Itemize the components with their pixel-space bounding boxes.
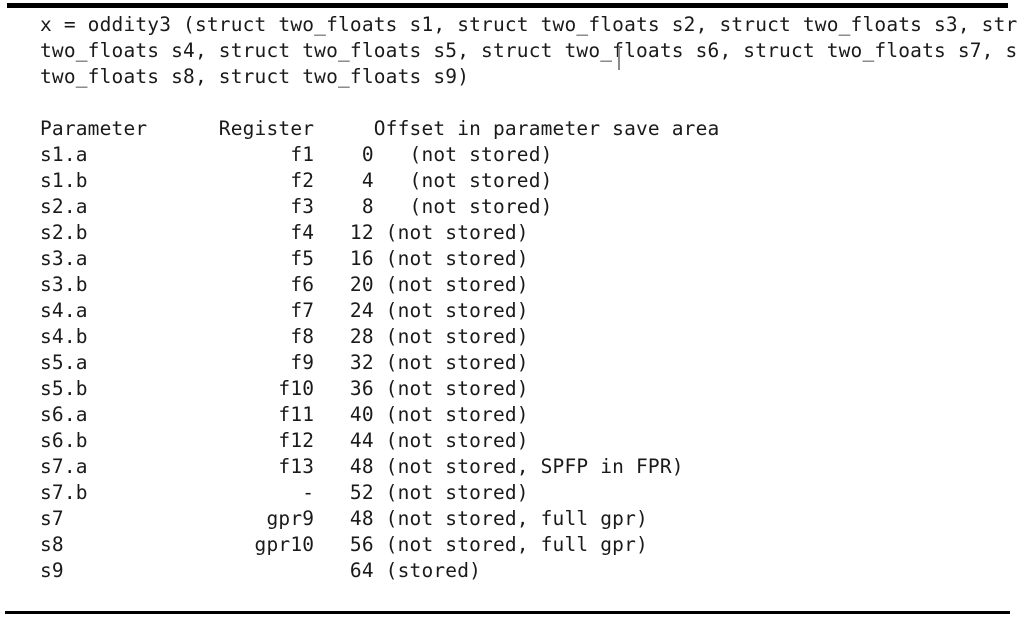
block-separator (40, 90, 1006, 116)
parameter-register-table: Parameter Register Offset in parameter s… (40, 116, 1006, 584)
figure-content: x = oddity3 (struct two_floats s1, struc… (40, 12, 1018, 584)
figure-top-rule (7, 3, 1008, 8)
figure-bottom-rule (5, 611, 1010, 614)
parameter-register-table-text: Parameter Register Offset in parameter s… (40, 117, 720, 582)
text-caret (618, 47, 620, 70)
function-signature-block: x = oddity3 (struct two_floats s1, struc… (40, 12, 1018, 90)
function-signature-text: x = oddity3 (struct two_floats s1, struc… (40, 13, 1018, 88)
